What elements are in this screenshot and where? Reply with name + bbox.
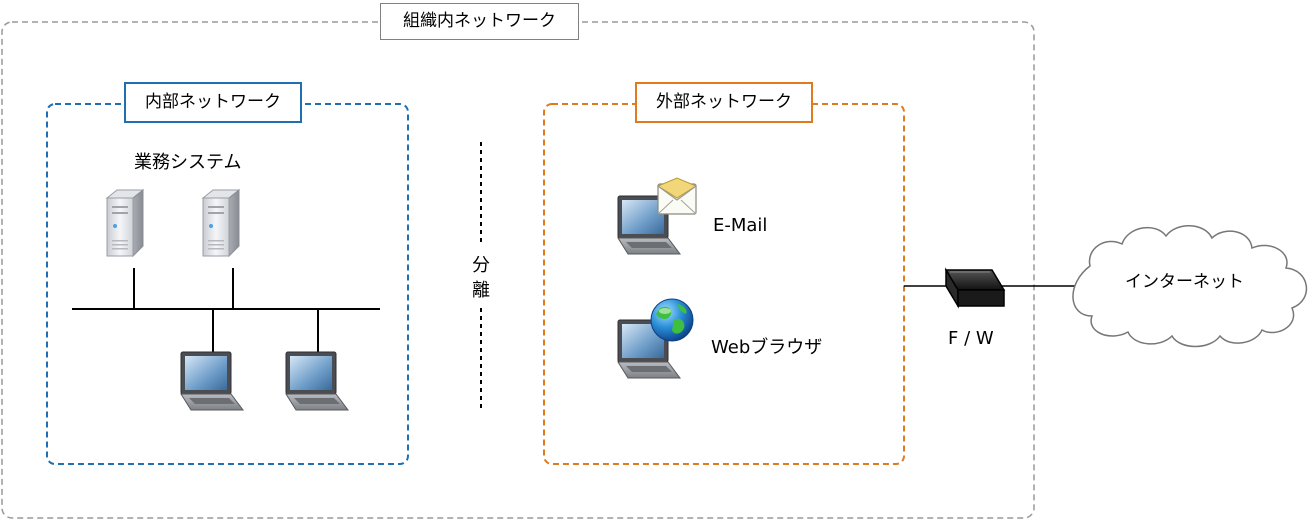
laptop-icon — [285, 351, 349, 411]
server-icon — [202, 189, 240, 257]
email-label: E-Mail — [713, 215, 768, 236]
internet-label: インターネット — [1125, 272, 1244, 292]
separation-char-1: 分 — [472, 255, 490, 276]
mail-envelope-icon — [656, 177, 698, 215]
cloud-icon — [1072, 225, 1308, 348]
server-icon — [106, 189, 144, 257]
external-network-boundary — [543, 103, 905, 465]
firewall-label: F / W — [948, 328, 994, 349]
org-network-label: 組織内ネットワーク — [380, 3, 579, 40]
business-system-label: 業務システム — [134, 152, 242, 173]
firewall-icon — [944, 267, 1006, 309]
web-browser-label: Webブラウザ — [711, 337, 823, 358]
laptop-icon — [180, 351, 244, 411]
external-network-label: 外部ネットワーク — [635, 82, 813, 123]
globe-icon — [650, 298, 694, 342]
internal-network-label: 内部ネットワーク — [124, 82, 302, 123]
separation-char-2: 離 — [472, 280, 490, 301]
